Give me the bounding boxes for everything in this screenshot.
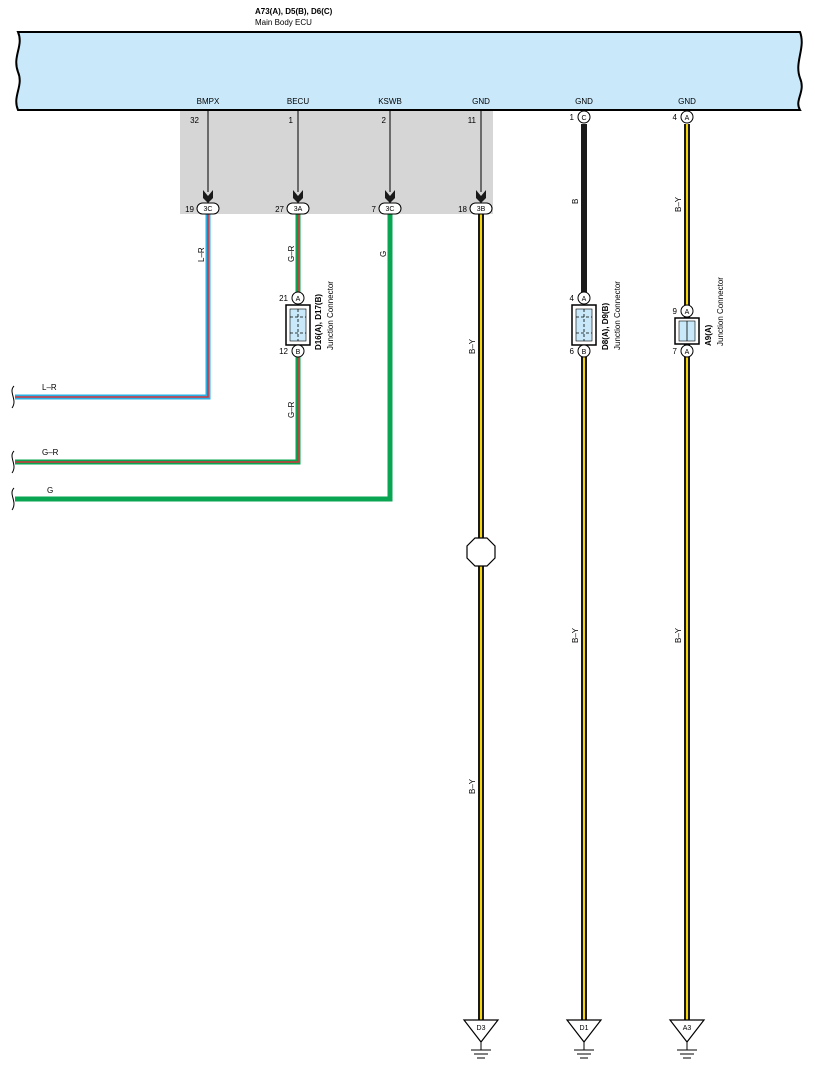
junction-d16-subtitle: Junction Connector xyxy=(326,281,335,350)
conn-badge-becu: 3A xyxy=(286,202,310,215)
wire-label-by-d3-lower: B–Y xyxy=(468,778,477,794)
wire-label-gr-upper: G–R xyxy=(287,245,296,262)
junction-a9-title: A9(A) xyxy=(704,324,713,346)
svg-text:B: B xyxy=(296,349,301,356)
svg-text:D1: D1 xyxy=(580,1025,589,1032)
junction-d8-title: D8(A), D9(B) xyxy=(601,303,610,350)
wire-lr xyxy=(15,214,211,400)
internal-leads xyxy=(207,111,482,192)
connector-arrows xyxy=(203,190,486,203)
conn-badge-kswb: 3C xyxy=(378,202,402,215)
ecu-title: A73(A), D5(B), D6(C) xyxy=(255,7,333,16)
connector-shade xyxy=(180,111,493,214)
ground-a3: A3 xyxy=(668,1019,706,1059)
terminal-label-becu: BECU xyxy=(287,97,309,106)
terminal-label-gnd-1: GND xyxy=(472,97,490,106)
svg-text:B: B xyxy=(582,349,587,356)
svg-text:1: 1 xyxy=(570,113,575,122)
junction-d8-subtitle: Junction Connector xyxy=(613,281,622,350)
wire-g xyxy=(15,214,393,502)
wire-label-g-vertical: G xyxy=(379,251,388,257)
svg-text:A: A xyxy=(582,296,587,303)
conn-pin-gnd-1: 18 xyxy=(458,205,467,214)
wire-label-by-d3-upper: B–Y xyxy=(468,338,477,354)
wire-label-lr-vertical: L–R xyxy=(197,247,206,262)
svg-text:C: C xyxy=(581,115,586,122)
conn-badge-gnd-1: 3B xyxy=(469,202,493,215)
wire-ends xyxy=(11,385,15,511)
svg-text:A: A xyxy=(685,309,690,316)
svg-text:3B: 3B xyxy=(477,206,486,213)
svg-text:6: 6 xyxy=(570,347,575,356)
splice-point xyxy=(466,537,496,567)
wire-label-by-a3-lower: B–Y xyxy=(674,627,683,643)
ecu-pin-kswb: 2 xyxy=(382,116,387,125)
svg-text:A: A xyxy=(685,349,690,356)
conn-pin-becu: 27 xyxy=(275,205,284,214)
terminal-label-bmpx: BMPX xyxy=(197,97,220,106)
svg-text:4: 4 xyxy=(673,113,678,122)
conn-pin-kswb: 7 xyxy=(372,205,377,214)
svg-text:9: 9 xyxy=(673,307,678,316)
ecu-conn-gnd-3: A 4 xyxy=(673,110,694,124)
svg-text:3C: 3C xyxy=(204,206,213,213)
ecu-pin-becu: 1 xyxy=(289,116,294,125)
ecu-pin-bmpx: 32 xyxy=(190,116,199,125)
svg-text:4: 4 xyxy=(570,294,575,303)
terminal-label-gnd-3: GND xyxy=(678,97,696,106)
wire-label-by-d1: B–Y xyxy=(571,627,580,643)
conn-pin-bmpx: 19 xyxy=(185,205,194,214)
wire-label-b: B xyxy=(571,199,580,204)
junction-a9: A 9 A 7 A9(A) Junction Connector xyxy=(673,277,725,358)
terminal-label-kswb: KSWB xyxy=(378,97,402,106)
ecu-pin-gnd-1: 11 xyxy=(468,116,477,125)
ecu-conn-gnd-2: C 1 xyxy=(570,110,591,124)
ecu-subtitle: Main Body ECU xyxy=(255,18,312,27)
junction-d16-title: D16(A), D17(B) xyxy=(314,294,323,350)
wire-label-gr-lower: G–R xyxy=(287,401,296,418)
svg-text:21: 21 xyxy=(279,294,288,303)
ecu-box xyxy=(15,31,803,111)
svg-text:A: A xyxy=(685,115,690,122)
junction-a9-subtitle: Junction Connector xyxy=(716,277,725,346)
wire-label-g-horizontal: G xyxy=(47,486,53,495)
wire-label-by-a3-upper: B–Y xyxy=(674,196,683,212)
junction-d16-d17: A 21 B 12 D16(A), D17(B) Junction Connec… xyxy=(279,281,335,358)
junction-d8-d9: A 4 B 6 D8(A), D9(B) Junction Connector xyxy=(570,281,622,358)
svg-text:3C: 3C xyxy=(386,206,395,213)
conn-badge-bmpx: 3C xyxy=(196,202,220,215)
wire-label-lr-horizontal: L–R xyxy=(42,383,57,392)
wire-gr xyxy=(15,214,301,465)
svg-text:A: A xyxy=(296,296,301,303)
svg-text:3A: 3A xyxy=(294,206,303,213)
svg-text:A3: A3 xyxy=(683,1025,692,1032)
ground-d1: D1 xyxy=(565,1019,603,1059)
ground-d3: D3 xyxy=(462,1019,500,1059)
terminal-label-gnd-2: GND xyxy=(575,97,593,106)
wire-label-gr-horizontal: G–R xyxy=(42,448,59,457)
svg-text:7: 7 xyxy=(673,347,678,356)
svg-text:12: 12 xyxy=(279,347,288,356)
svg-text:D3: D3 xyxy=(477,1025,486,1032)
